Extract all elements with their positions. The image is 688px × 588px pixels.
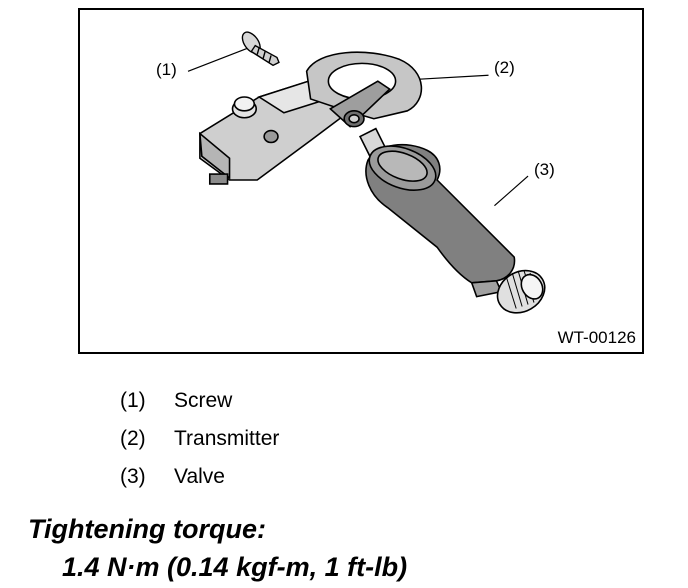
legend-label: Valve [174, 465, 225, 488]
legend-item: (2) Transmitter [120, 420, 279, 458]
callout-1: (1) [156, 60, 177, 79]
screw-drawing [241, 31, 280, 67]
valve-drawing [358, 127, 546, 314]
legend-item: (1) Screw [120, 382, 279, 420]
leader-line-1 [187, 47, 250, 72]
callout-3: (3) [534, 160, 555, 179]
callout-2: (2) [494, 58, 515, 77]
torque-value: 1.4 N·m (0.14 kgf-m, 1 ft-lb) [62, 552, 408, 582]
leader-line-2 [419, 74, 489, 80]
legend-number: (1) [120, 389, 146, 412]
legend-label: Transmitter [174, 427, 280, 450]
torque-title: Tightening torque: [28, 514, 266, 544]
tpms-illustration [187, 31, 546, 314]
figure-id: WT-00126 [557, 328, 636, 347]
leader-line-3 [494, 175, 529, 207]
legend-list: (1) Screw (2) Transmitter (3) Valve [120, 382, 279, 496]
legend-item: (3) Valve [120, 458, 279, 496]
legend-label: Screw [174, 389, 233, 412]
leader-lines [187, 47, 529, 207]
legend-number: (2) [120, 427, 146, 450]
diagram-figure: (1) (2) (3) WT-00126 [78, 8, 644, 354]
transmitter-drawing [198, 51, 423, 185]
legend-number: (3) [120, 465, 146, 488]
